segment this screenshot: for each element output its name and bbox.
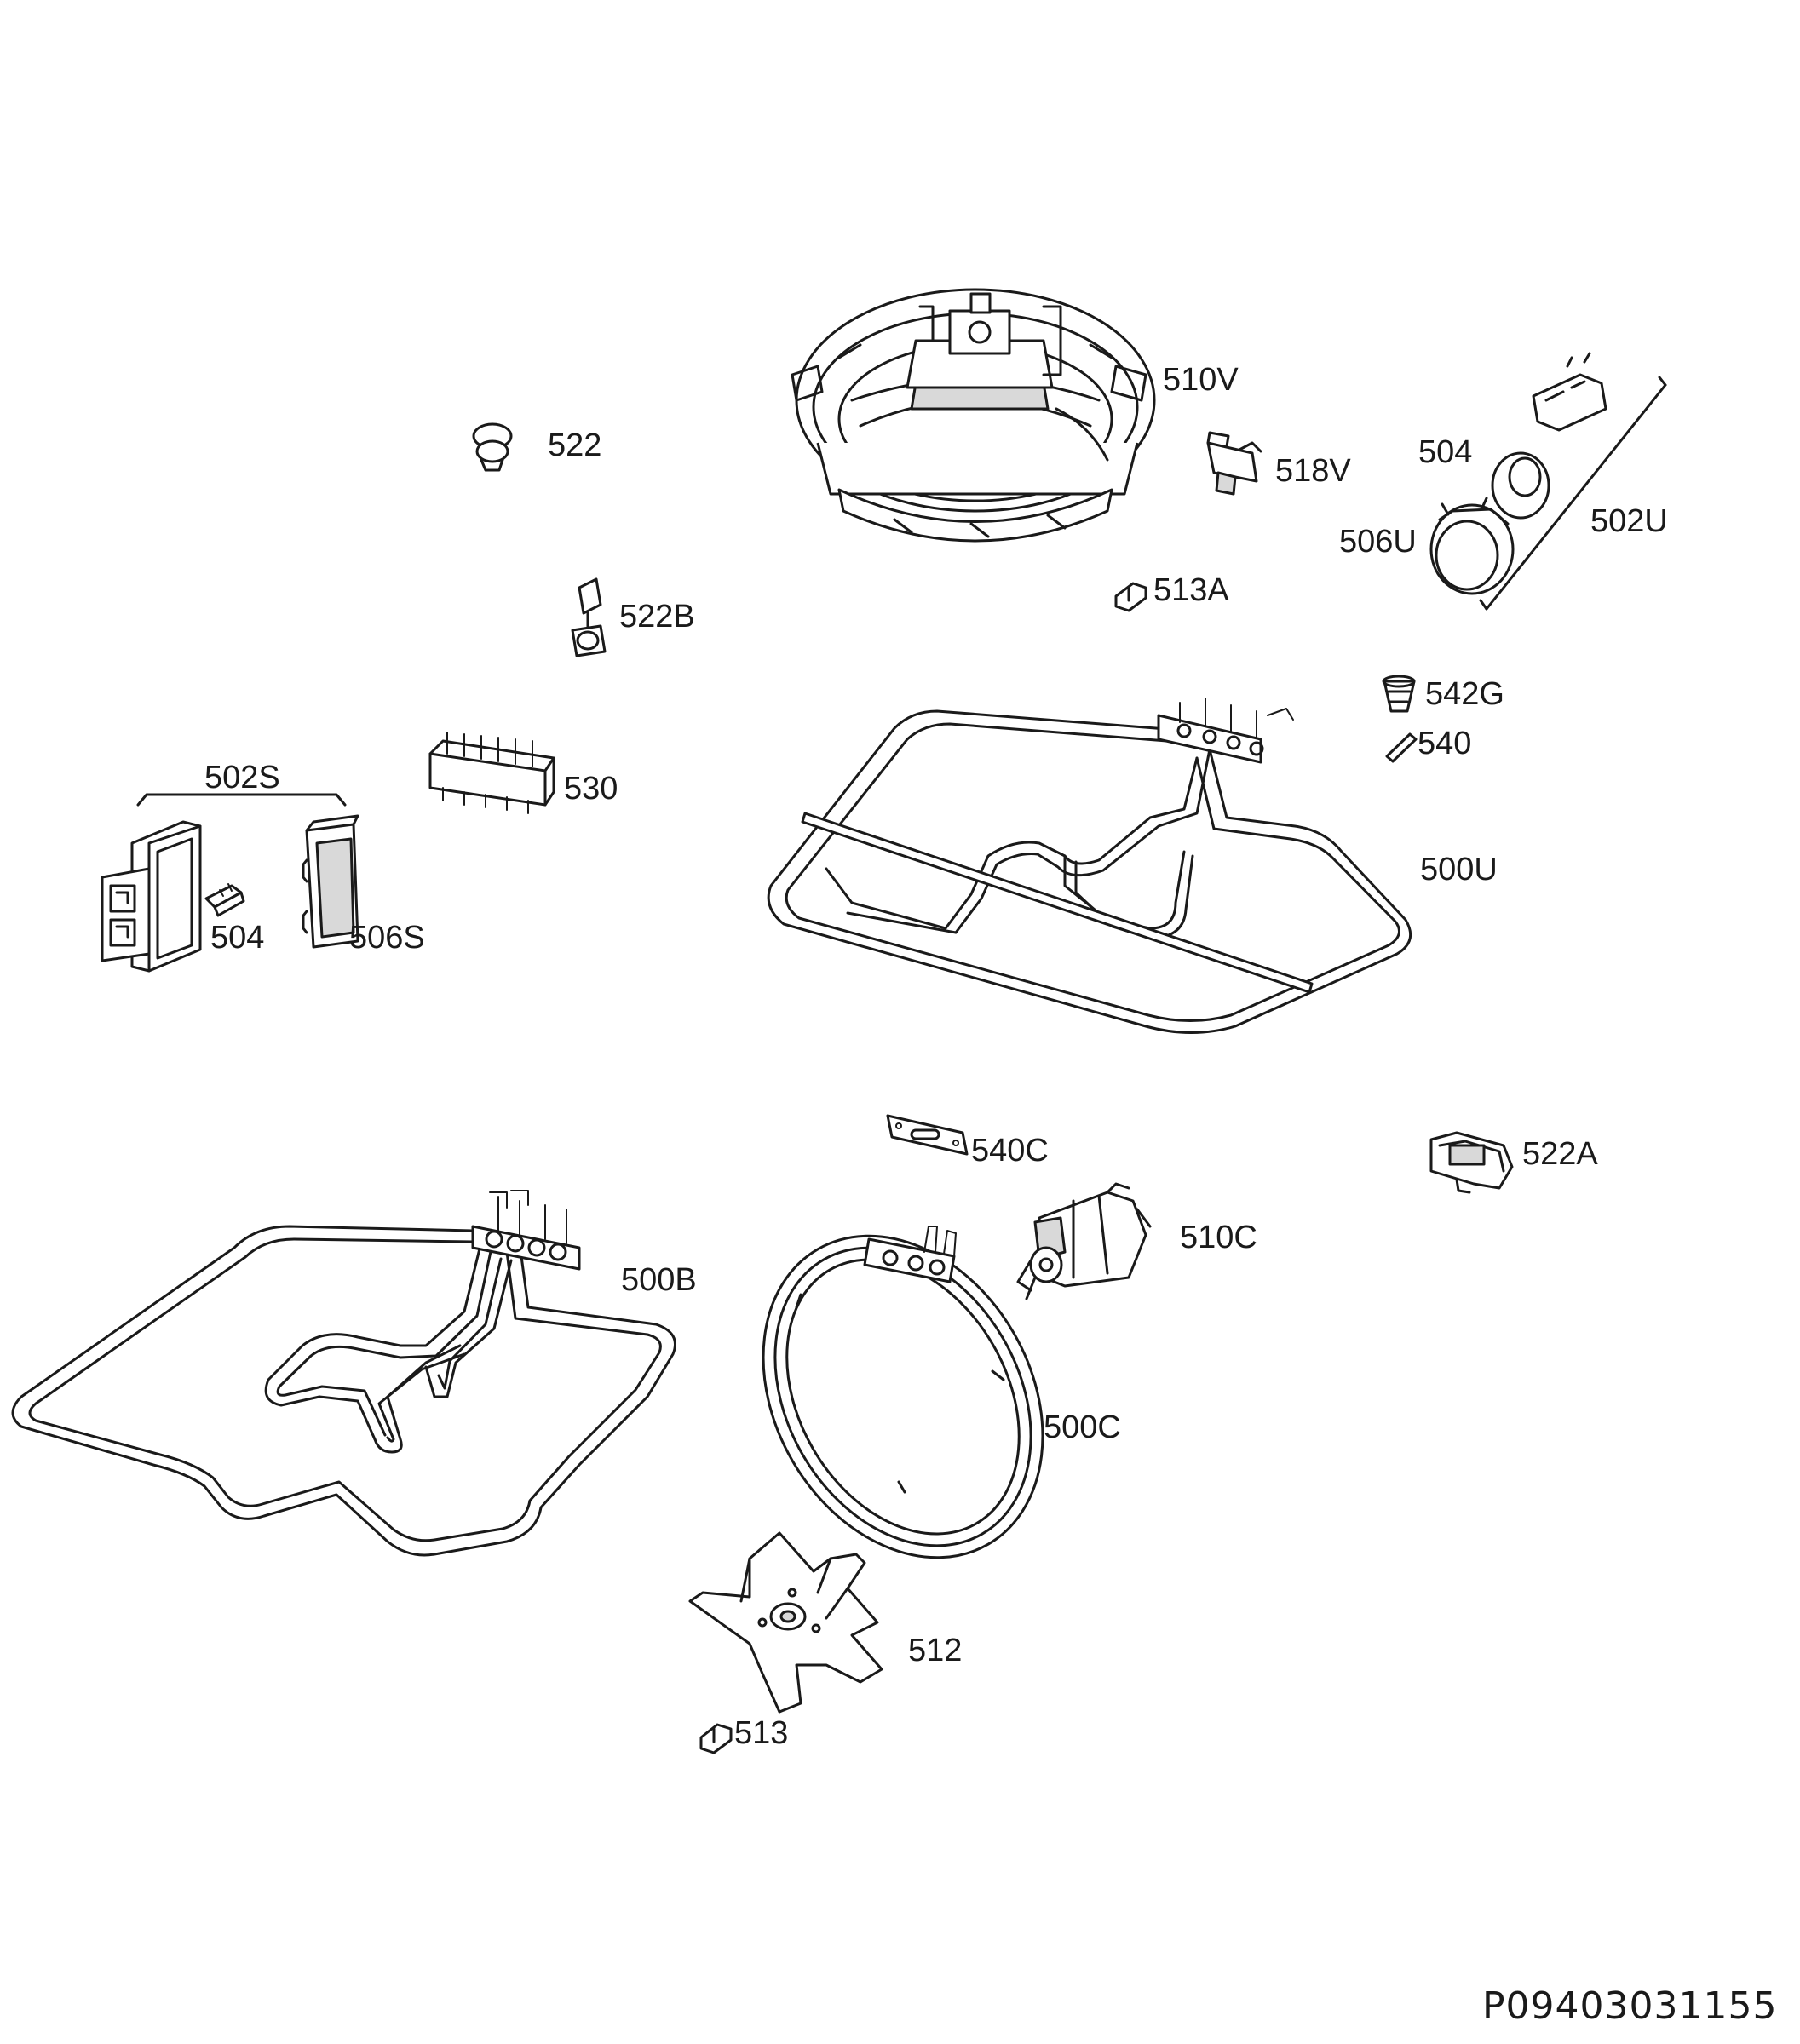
thermal-cutout-icon xyxy=(571,577,607,657)
lamp-bulb-small-icon xyxy=(204,883,245,917)
part-label: 522 xyxy=(548,428,601,463)
drawing-code: P09403031155 xyxy=(1482,1984,1777,2028)
part-label: 506S xyxy=(349,920,425,956)
part-label: 504 xyxy=(210,920,264,956)
part-label: 502S xyxy=(204,760,280,795)
part-label: 512 xyxy=(908,1633,962,1668)
fan-blade-icon xyxy=(688,1531,883,1714)
thermostat-icon xyxy=(1429,1131,1514,1194)
part-label: 502U xyxy=(1590,503,1668,539)
terminal-block-icon xyxy=(428,732,555,814)
nut-small-icon xyxy=(699,1723,733,1754)
part-label: 513A xyxy=(1153,572,1229,608)
part-label: 540C xyxy=(971,1133,1049,1168)
part-label: 540 xyxy=(1418,726,1471,761)
top-heating-element-icon xyxy=(767,698,1412,1034)
lamp-cover-square-icon xyxy=(302,814,359,949)
gasket-icon xyxy=(886,1114,969,1156)
fan-motor-icon xyxy=(1016,1182,1152,1300)
side-lamp-housing-icon xyxy=(101,820,202,973)
clip-icon xyxy=(472,422,513,472)
part-label: 510V xyxy=(1163,362,1239,398)
convection-fan-motor-assembly-icon xyxy=(791,288,1156,543)
bottom-heating-element-icon xyxy=(11,1190,676,1557)
pin-icon xyxy=(1385,732,1418,763)
bracket-icon xyxy=(1206,431,1262,496)
part-label: 542G xyxy=(1425,676,1504,712)
part-label: 530 xyxy=(564,771,618,807)
part-label: 510C xyxy=(1180,1220,1257,1255)
part-label: 522A xyxy=(1522,1136,1598,1172)
part-label: 506U xyxy=(1339,524,1417,560)
side-lamp-assembly-bracket-icon xyxy=(136,793,347,807)
part-label: 504 xyxy=(1418,434,1472,470)
grommet-icon xyxy=(1382,675,1416,713)
nut-icon xyxy=(1114,582,1147,612)
lamp-bulb-icon xyxy=(1491,352,1607,520)
part-label: 500B xyxy=(621,1262,697,1298)
part-label: 522B xyxy=(619,599,695,634)
part-label: 518V xyxy=(1275,453,1351,489)
circular-heating-element-icon xyxy=(762,1226,1044,1559)
part-label: 500C xyxy=(1044,1410,1121,1445)
lamp-cover-round-icon xyxy=(1429,497,1515,595)
lamp-assembly-bracket-icon xyxy=(1479,376,1667,611)
part-label: 500U xyxy=(1420,852,1498,887)
part-label: 513 xyxy=(734,1715,788,1751)
